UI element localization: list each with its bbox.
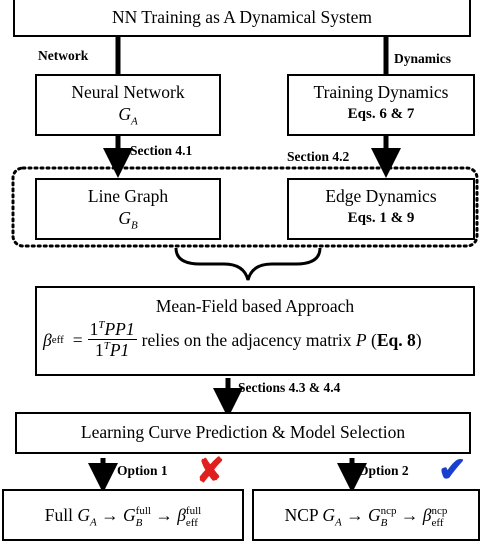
neural-network-box: Neural Network GA (35, 74, 221, 136)
learning-curve-box: Learning Curve Prediction & Model Select… (15, 412, 471, 454)
option1-label: Option 1 (117, 463, 168, 478)
check-icon: ✔ (438, 452, 467, 489)
line-graph-var: GB (118, 208, 138, 232)
line-graph-box: Line Graph GB (35, 178, 221, 240)
network-label: Network (38, 48, 89, 63)
option2-label: Option 2 (358, 463, 409, 478)
section-42-label: Section 4.2 (287, 149, 350, 164)
sections-43-44-label: Sections 4.3 & 4.4 (238, 380, 341, 395)
page-title: NN Training as A Dynamical System (111, 7, 373, 27)
dotted-group-frame (11, 166, 479, 248)
edge-dynamics-title: Edge Dynamics (325, 186, 437, 206)
edge-dynamics-box: Edge Dynamics Eqs. 1 & 9 (287, 178, 475, 240)
learning-curve-title: Learning Curve Prediction & Model Select… (80, 422, 406, 442)
neural-network-var: GA (118, 104, 138, 128)
cross-icon: ✘ (196, 453, 225, 490)
brace-icon (174, 247, 322, 281)
edge-dynamics-eqs: Eqs. 1 & 9 (347, 210, 415, 226)
line-graph-title: Line Graph (87, 186, 169, 206)
title-box: NN Training as A Dynamical System (13, 0, 471, 37)
section-41-label: Section 4.1 (130, 143, 193, 158)
beta-fraction: 1TPP1 1TP1 (87, 319, 137, 360)
training-dynamics-box: Training Dynamics Eqs. 6 & 7 (287, 74, 475, 136)
dynamics-label: Dynamics (394, 51, 451, 66)
training-dynamics-title: Training Dynamics (313, 82, 449, 102)
mean-field-title: Mean-Field based Approach (155, 296, 355, 316)
training-dynamics-eqs: Eqs. 6 & 7 (347, 106, 415, 122)
neural-network-title: Neural Network (71, 82, 185, 102)
